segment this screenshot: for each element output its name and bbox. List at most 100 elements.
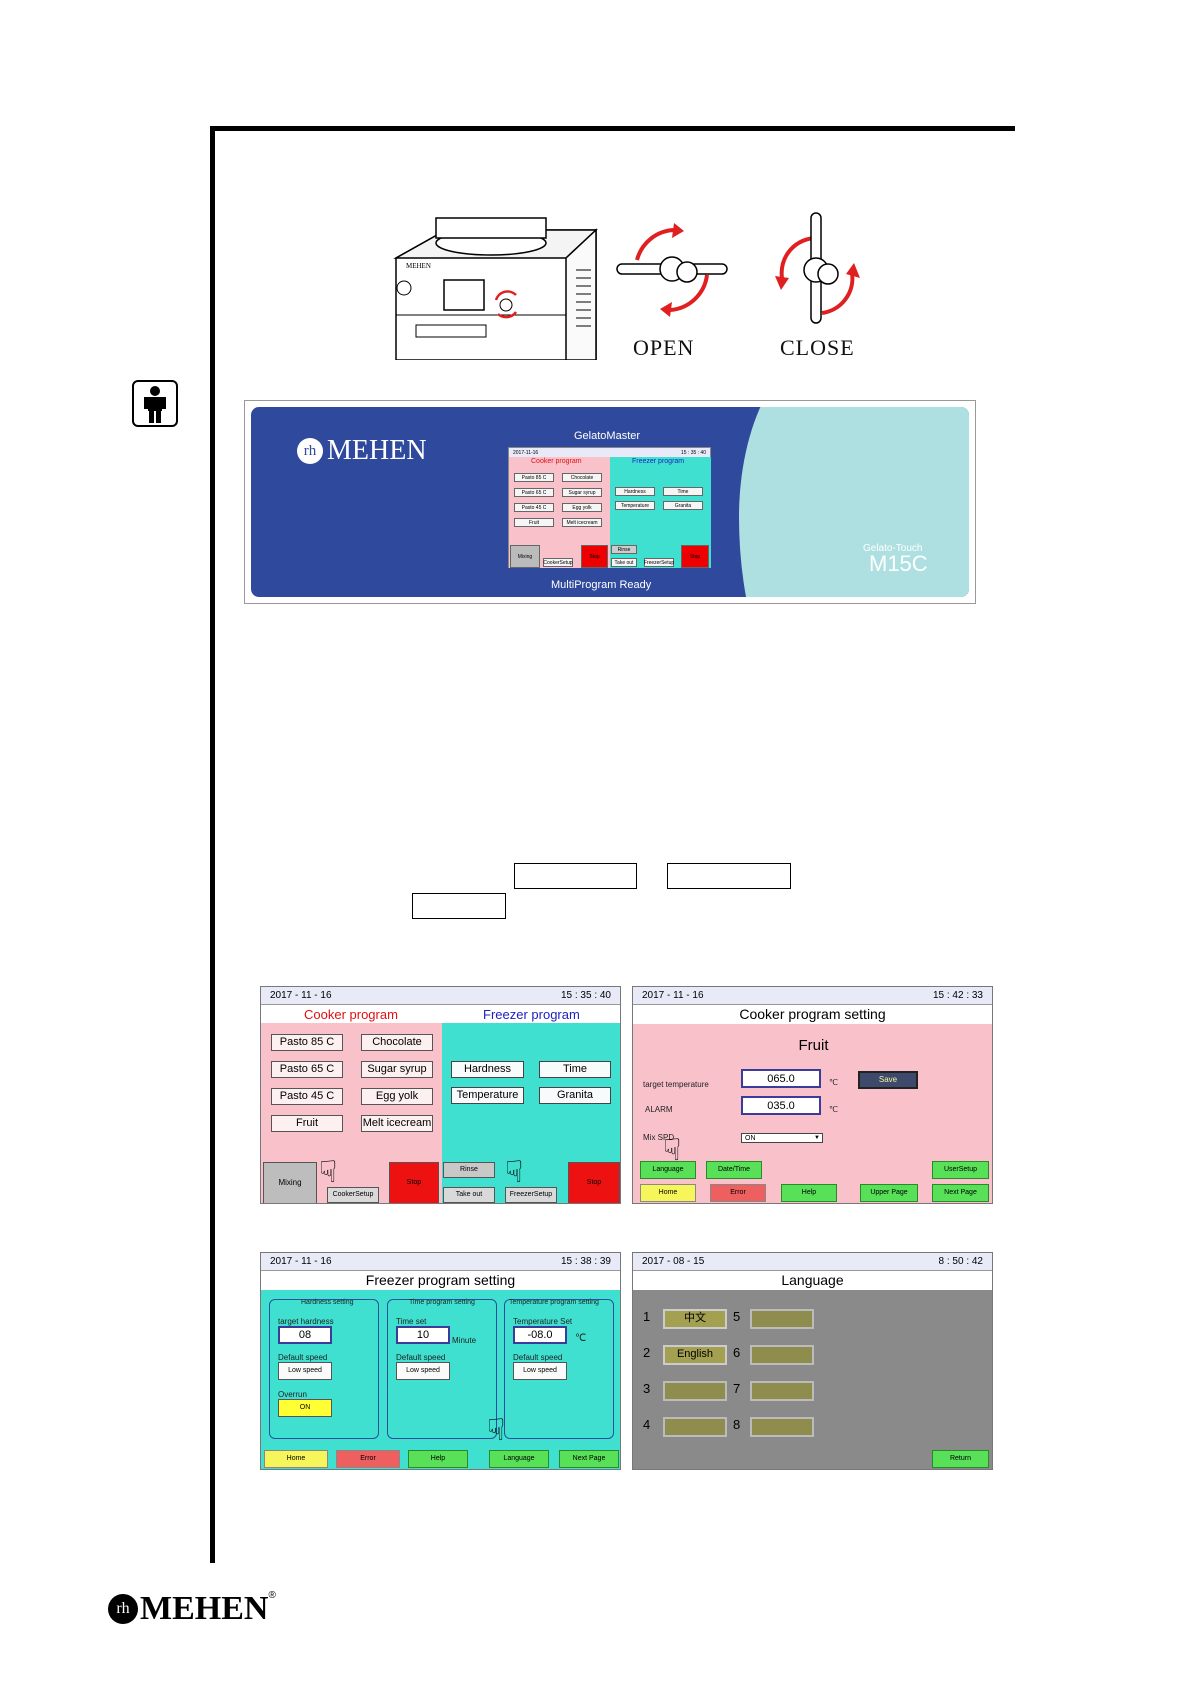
home-button[interactable]: Home — [640, 1184, 696, 1202]
mini-btn-stop2[interactable]: Stop — [681, 545, 709, 568]
cooker-setup-button[interactable]: CookerSetup — [327, 1187, 379, 1203]
error-button[interactable]: Error — [336, 1450, 400, 1468]
mini-status-bar: 2017-11-16 15 : 35 : 40 — [509, 448, 710, 457]
freezer-setup-button[interactable]: FreezerSetup — [505, 1187, 557, 1203]
date-time-button[interactable]: Date/Time — [706, 1161, 762, 1179]
mini-btn-granita[interactable]: Granita — [663, 501, 703, 510]
mini-btn-egg-yolk[interactable]: Egg yolk — [562, 503, 602, 512]
pointing-hand-icon: ☟ — [663, 1134, 682, 1167]
language-number-5: 5 — [733, 1309, 741, 1324]
hardness-button[interactable]: Hardness — [451, 1061, 524, 1078]
save-button[interactable]: Save — [858, 1071, 918, 1089]
mini-btn-melt-icecream[interactable]: Melt icecream — [562, 518, 602, 527]
mini-btn-time[interactable]: Time — [663, 487, 703, 496]
help-button[interactable]: Help — [408, 1450, 468, 1468]
close-handle-diagram — [762, 208, 872, 333]
temperature-set-label: Temperature Set — [513, 1317, 573, 1326]
mini-time: 15 : 35 : 40 — [680, 449, 706, 456]
language-option-8-button[interactable] — [750, 1417, 814, 1437]
temperature-button[interactable]: Temperature — [451, 1087, 524, 1104]
overrun-label: Overrun — [278, 1390, 307, 1399]
pasto-65-button[interactable]: Pasto 65 C — [271, 1061, 343, 1078]
hardness-group — [269, 1299, 379, 1439]
mini-btn-mixing[interactable]: Mixing — [510, 545, 540, 568]
language-button[interactable]: Language — [640, 1161, 696, 1179]
unit-label: ℃ — [829, 1105, 838, 1114]
rinse-button[interactable]: Rinse — [443, 1162, 495, 1178]
hardness-group-title: Hardness setting — [301, 1299, 354, 1306]
language-english-button[interactable]: English — [663, 1345, 727, 1365]
mini-btn-cooker-setup[interactable]: CookerSetup — [543, 558, 573, 567]
pasto-85-button[interactable]: Pasto 85 C — [271, 1034, 343, 1051]
mini-btn-pasto65[interactable]: Pasto 65 C — [514, 488, 554, 497]
low-speed-button[interactable]: Low speed — [513, 1362, 567, 1380]
logo-mark-icon: rh — [297, 438, 323, 464]
error-button[interactable]: Error — [710, 1184, 766, 1202]
egg-yolk-button[interactable]: Egg yolk — [361, 1088, 433, 1105]
language-chinese-button[interactable]: 中文 — [663, 1309, 727, 1329]
chocolate-button[interactable]: Chocolate — [361, 1034, 433, 1051]
mini-btn-fruit[interactable]: Fruit — [514, 518, 554, 527]
screen-freezer-setting: 2017 - 11 - 16 15 : 38 : 39 Freezer prog… — [260, 1252, 621, 1470]
take-out-button[interactable]: Take out — [443, 1187, 495, 1203]
sugar-syrup-button[interactable]: Sugar syrup — [361, 1061, 433, 1078]
user-setup-button[interactable]: UserSetup — [932, 1161, 989, 1179]
mixing-button[interactable]: Mixing — [263, 1162, 317, 1203]
mini-btn-rinse[interactable]: Rinse — [611, 545, 637, 554]
language-option-5-button[interactable] — [750, 1309, 814, 1329]
language-number-3: 3 — [643, 1381, 651, 1396]
banner-logo: rh MEHEN — [297, 435, 427, 467]
cooker-program-title: Cooker program — [304, 1007, 398, 1022]
pasto-45-button[interactable]: Pasto 45 C — [271, 1088, 343, 1105]
target-hardness-label: target hardness — [278, 1317, 334, 1326]
status-bar: 2017 - 11 - 16 15 : 38 : 39 — [261, 1253, 620, 1271]
mini-btn-freezer-setup[interactable]: FreezerSetup — [643, 558, 675, 567]
language-number-4: 4 — [643, 1417, 651, 1432]
language-option-4-button[interactable] — [663, 1417, 727, 1437]
stop-freezer-button[interactable]: Stop — [568, 1162, 620, 1203]
time-set-label: Time set — [396, 1317, 427, 1326]
language-button[interactable]: Language — [489, 1450, 549, 1468]
screen-title: Language — [633, 1271, 992, 1289]
mini-btn-pasto85[interactable]: Pasto 85 C — [514, 473, 554, 482]
help-button[interactable]: Help — [781, 1184, 837, 1202]
low-speed-button[interactable]: Low speed — [396, 1362, 450, 1380]
next-page-button[interactable]: Next Page — [559, 1450, 619, 1468]
mini-btn-take-out[interactable]: Take out — [611, 558, 637, 567]
alarm-label: ALARM — [645, 1105, 673, 1114]
mini-btn-stop1[interactable]: Stop — [581, 545, 608, 568]
language-number-1: 1 — [643, 1309, 651, 1324]
melt-icecream-button[interactable]: Melt icecream — [361, 1115, 433, 1132]
alarm-field[interactable]: 035.0 — [741, 1096, 821, 1115]
mix-spd-select[interactable]: ON ▼ — [741, 1133, 823, 1143]
mini-btn-temperature[interactable]: Temperature — [615, 501, 655, 510]
dropdown-arrow-icon: ▼ — [814, 1135, 820, 1141]
low-speed-button[interactable]: Low speed — [278, 1362, 332, 1380]
mini-btn-pasto45[interactable]: Pasto 45 C — [514, 503, 554, 512]
mini-btn-hardness[interactable]: Hardness — [615, 487, 655, 496]
time-set-field[interactable]: 10 — [396, 1326, 450, 1344]
registered-mark: ® — [268, 1590, 276, 1601]
stop-cooker-button[interactable]: Stop — [389, 1162, 439, 1203]
upper-page-button[interactable]: Upper Page — [860, 1184, 918, 1202]
pointing-hand-icon: ☟ — [319, 1156, 338, 1189]
time-button[interactable]: Time — [539, 1061, 611, 1078]
overrun-toggle[interactable]: ON — [278, 1399, 332, 1417]
default-speed-label: Default speed — [513, 1353, 563, 1362]
language-option-7-button[interactable] — [750, 1381, 814, 1401]
language-option-6-button[interactable] — [750, 1345, 814, 1365]
temperature-set-field[interactable]: -08.0 — [513, 1326, 567, 1344]
home-button[interactable]: Home — [264, 1450, 328, 1468]
fruit-button[interactable]: Fruit — [271, 1115, 343, 1132]
language-number-2: 2 — [643, 1345, 651, 1360]
language-option-3-button[interactable] — [663, 1381, 727, 1401]
mini-btn-chocolate[interactable]: Chocolate — [562, 473, 602, 482]
mini-btn-sugar-syrup[interactable]: Sugar syrup — [562, 488, 602, 497]
open-handle-diagram — [612, 220, 732, 330]
target-hardness-field[interactable]: 08 — [278, 1326, 332, 1344]
return-button[interactable]: Return — [932, 1450, 989, 1468]
next-page-button[interactable]: Next Page — [932, 1184, 989, 1202]
granita-button[interactable]: Granita — [539, 1087, 611, 1104]
target-temperature-field[interactable]: 065.0 — [741, 1069, 821, 1088]
control-panel-banner: rh MEHEN GelatoMaster MultiProgram Ready… — [244, 400, 976, 604]
